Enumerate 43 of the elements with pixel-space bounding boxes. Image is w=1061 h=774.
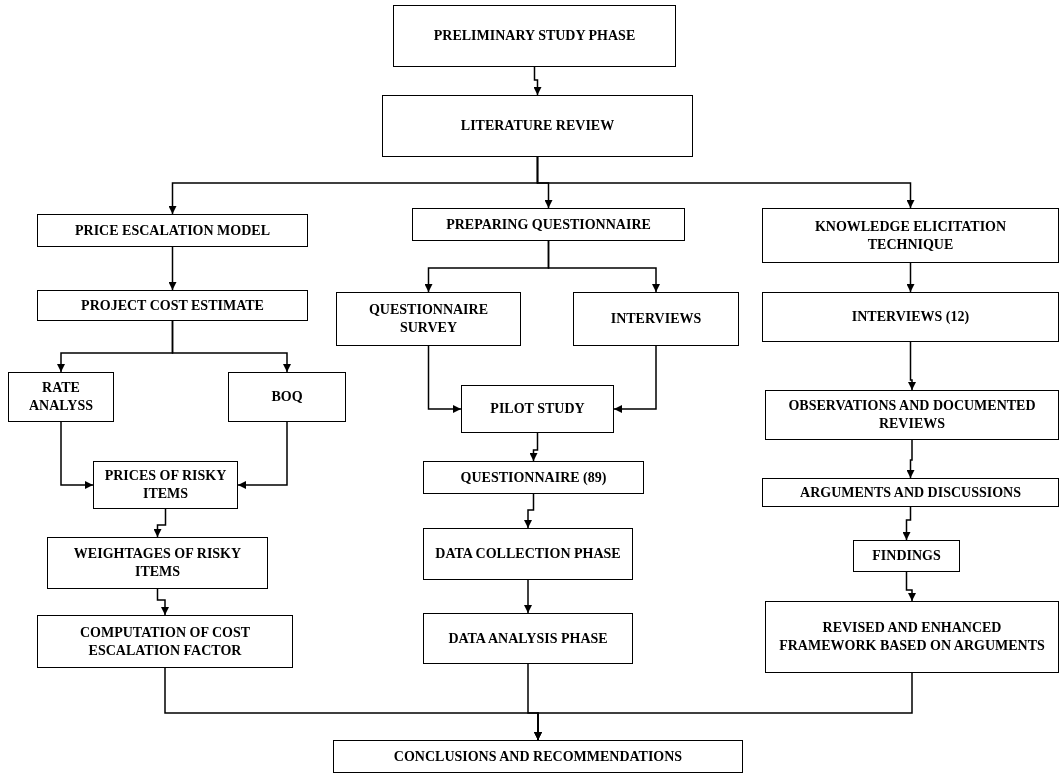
process-box: RATE ANALYSS (8, 372, 114, 422)
process-box: INTERVIEWS (12) (762, 292, 1059, 342)
arrow (908, 341, 916, 391)
process-box: PRICES OF RISKY ITEMS (93, 461, 238, 509)
arrow (529, 432, 539, 462)
arrow (902, 506, 912, 541)
arrow (905, 571, 916, 602)
arrow (171, 320, 291, 373)
arrow (427, 345, 462, 413)
process-box: DATA COLLECTION PHASE (423, 528, 633, 580)
process-box: FINDINGS (853, 540, 960, 572)
process-box: KNOWLEDGE ELICITATION TECHNIQUE (762, 208, 1059, 263)
arrow (533, 66, 542, 96)
process-box: PILOT STUDY (461, 385, 614, 433)
process-box: PROJECT COST ESTIMATE (37, 290, 308, 321)
arrow (906, 439, 915, 479)
process-box: PRELIMINARY STUDY PHASE (393, 5, 676, 67)
arrow (536, 156, 915, 209)
arrow (906, 262, 915, 293)
arrow (153, 508, 167, 538)
arrow (524, 493, 535, 529)
process-box: LITERATURE REVIEW (382, 95, 693, 157)
arrow (60, 421, 94, 489)
process-box: WEIGHTAGES OF RISKY ITEMS (47, 537, 268, 589)
process-box: PREPARING QUESTIONNAIRE (412, 208, 685, 241)
arrow (534, 672, 913, 741)
process-box: PRICE ESCALATION MODEL (37, 214, 308, 247)
arrow (547, 240, 660, 293)
process-box: QUESTIONNAIRE (89) (423, 461, 644, 494)
process-box: OBSERVATIONS AND DOCUMENTED REVIEWS (765, 390, 1059, 440)
process-box: REVISED AND ENHANCED FRAMEWORK BASED ON ARGUMENTS (765, 601, 1059, 673)
arrow (613, 345, 657, 413)
arrow (168, 246, 177, 291)
process-box: COMPUTATION OF COST ESCALATION FACTOR (37, 615, 293, 668)
arrow (156, 588, 169, 616)
process-box: INTERVIEWS (573, 292, 739, 346)
arrow (524, 579, 532, 614)
arrow (237, 421, 288, 489)
process-box: ARGUMENTS AND DISCUSSIONS (762, 478, 1059, 507)
process-box: BOQ (228, 372, 346, 422)
process-box: DATA ANALYSIS PHASE (423, 613, 633, 664)
process-box: CONCLUSIONS AND RECOMMENDATIONS (333, 740, 743, 773)
process-box: QUESTIONNAIRE SURVEY (336, 292, 521, 346)
